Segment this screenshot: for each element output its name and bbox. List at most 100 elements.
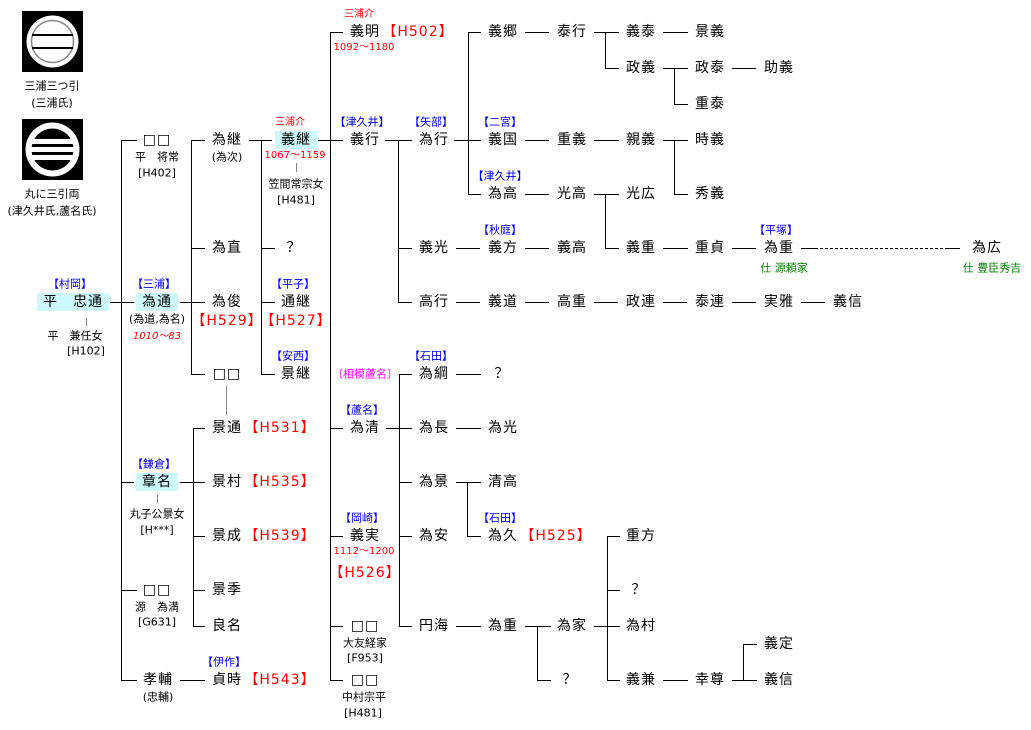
person-name: 重義 xyxy=(557,132,587,148)
person-name: ？ xyxy=(631,582,647,598)
person-name: 清高 xyxy=(488,474,518,490)
person-name: 為綱 xyxy=(419,366,449,382)
person-clan: 【三浦】 xyxy=(132,277,176,291)
person-alias: (忠輔) xyxy=(142,690,174,704)
person-name: 孝輔 xyxy=(143,672,173,688)
person-name: 為久 xyxy=(488,528,518,544)
person-code: 【H535】 xyxy=(244,474,316,490)
person-name: 為重 xyxy=(764,240,794,256)
person-dates: 1010～83 xyxy=(132,331,182,342)
person-name: ？ xyxy=(286,240,302,256)
person-name: 景継 xyxy=(281,366,311,382)
person-name: 良名 xyxy=(212,618,242,634)
person-name: 高行 xyxy=(419,294,449,310)
person-name: 高重 xyxy=(557,294,587,310)
person-name: 重方 xyxy=(626,528,656,544)
person-name: 親義 xyxy=(626,132,656,148)
person-clan: 【石田】 xyxy=(478,511,522,525)
person-clan: 【秋庭】 xyxy=(478,223,522,237)
person-ref: [H481] xyxy=(277,193,315,207)
person-name: 為光 xyxy=(488,420,518,436)
person-code: 【H526】 xyxy=(329,565,401,581)
crest-clan: (津久井氏,蘆名氏) xyxy=(7,204,97,218)
person-name: 助義 xyxy=(764,60,794,76)
maru-ni-mitsubiki-crest-icon xyxy=(22,119,83,180)
person-name: □□ xyxy=(212,366,242,382)
person-service: 仕 源頼家 xyxy=(760,261,808,275)
person-ref: [H481] xyxy=(344,706,382,720)
person-clan: 【岡崎】 xyxy=(340,511,384,525)
person-ref: [G631] xyxy=(137,615,177,629)
person-name: 景季 xyxy=(212,582,242,598)
person-name: 義定 xyxy=(764,636,794,652)
crest-clan: (三浦氏) xyxy=(31,96,73,110)
person-name: 景成 xyxy=(212,528,242,544)
person-name: 政義 xyxy=(626,60,656,76)
person-name: 為家 xyxy=(557,618,587,634)
person-clan: 【鎌倉】 xyxy=(132,457,176,471)
person-code: 【H502】 xyxy=(382,24,454,40)
person-spouse: 中村宗平 xyxy=(342,690,386,704)
person-name: 為長 xyxy=(419,420,449,436)
person-name: 章名 xyxy=(136,473,178,491)
person-spouse: 平 将常 xyxy=(135,150,179,164)
person-name: 為重 xyxy=(488,618,518,634)
person-name: 義光 xyxy=(419,240,449,256)
person-clan: 【安西】 xyxy=(271,349,315,363)
person-name: 義信 xyxy=(764,672,794,688)
person-name: 為村 xyxy=(626,618,656,634)
person-name: 為継 xyxy=(212,132,242,148)
person-name: 為俊 xyxy=(212,294,242,310)
person-name: ？ xyxy=(494,366,510,382)
person-name: 泰連 xyxy=(695,294,725,310)
person-branch: 〔相模蘆名〕 xyxy=(332,367,398,381)
person-clan: 【平子】 xyxy=(271,277,315,291)
person-name: 義泰 xyxy=(626,24,656,40)
person-ref: [H402] xyxy=(138,166,176,180)
person-name: 義兼 xyxy=(626,672,656,688)
person-dates: 1092～1180 xyxy=(333,42,395,53)
person-code: 【H527】 xyxy=(260,313,332,329)
person-dates: 1112～1200 xyxy=(333,546,395,557)
person-clan: 【平塚】 xyxy=(754,223,798,237)
person-name: 義信 xyxy=(833,294,863,310)
person-dates: 1067～1159 xyxy=(264,150,326,161)
person-code: 【H543】 xyxy=(244,672,316,688)
person-name: 通継 xyxy=(281,294,311,310)
person-spouse: 笠間常宗女 xyxy=(268,177,324,191)
person-ref: [F953] xyxy=(347,651,383,665)
person-ref: [H***] xyxy=(140,523,174,537)
person-code: 【H539】 xyxy=(244,528,316,544)
person-ref: [H102] xyxy=(67,344,105,358)
person-name: 義継 xyxy=(275,131,317,149)
person-name: 為広 xyxy=(972,240,1002,256)
person-name: 義郷 xyxy=(488,24,518,40)
person-name: 政連 xyxy=(626,294,656,310)
person-clan: 【石田】 xyxy=(409,349,453,363)
person-name: 為安 xyxy=(419,528,449,544)
person-name: 義重 xyxy=(626,240,656,256)
person-clan: 【村岡】 xyxy=(48,277,92,291)
person-name: 義国 xyxy=(488,132,518,148)
person-name: 義実 xyxy=(350,528,380,544)
person-name: □□ xyxy=(142,582,172,598)
person-name: 義行 xyxy=(350,132,380,148)
person-name: □□ xyxy=(350,618,380,634)
person-spouse: 平 兼任女 xyxy=(47,329,103,343)
person-name: 景村 xyxy=(212,474,242,490)
person-name: 為清 xyxy=(350,420,380,436)
crest-name: 丸に三引両 xyxy=(24,187,80,201)
person-alias: (為次) xyxy=(211,150,243,164)
person-service: 仕 豊臣秀吉 xyxy=(962,261,1022,275)
person-name: 義高 xyxy=(557,240,587,256)
person-name: □□ xyxy=(350,672,380,688)
person-name: □□ xyxy=(142,132,172,148)
person-spouse: 丸子公景女 xyxy=(129,507,185,521)
person-code: 【H525】 xyxy=(520,528,592,544)
person-name: 時義 xyxy=(695,132,725,148)
person-code: 【H529】 xyxy=(191,313,263,329)
person-clan: 【二宮】 xyxy=(478,115,522,129)
person-clan: 【蘆名】 xyxy=(340,403,384,417)
person-name: 泰行 xyxy=(557,24,587,40)
